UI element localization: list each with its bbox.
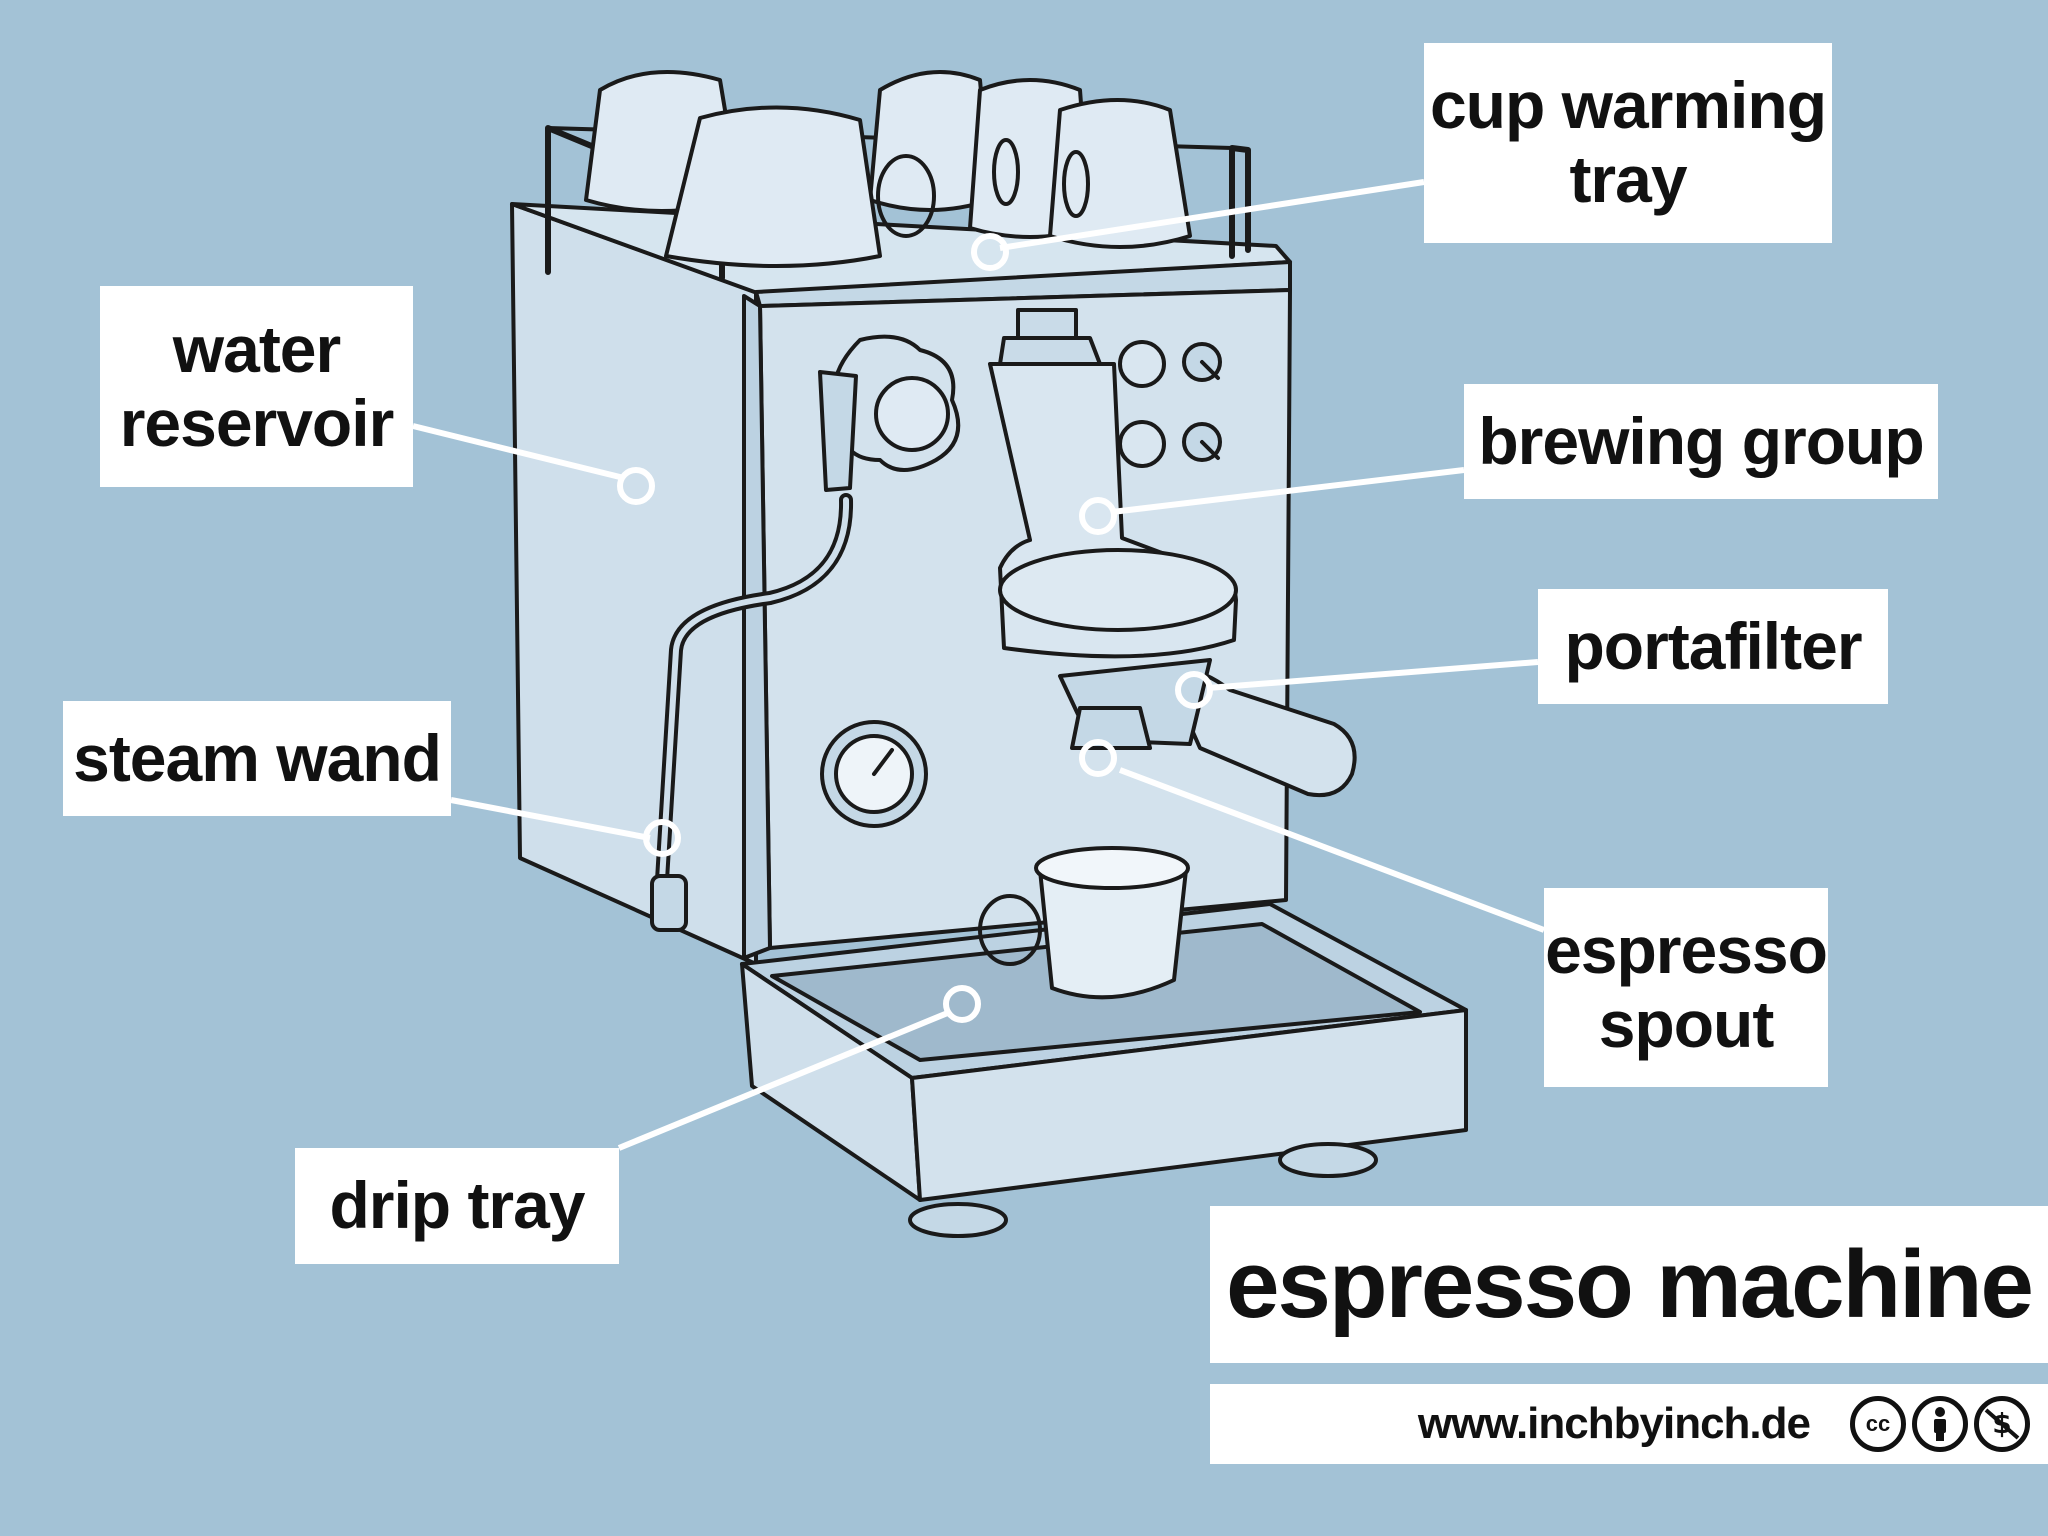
footer-credit: www.inchbyinch.de cc $	[1210, 1384, 2048, 1464]
label-line: drip tray	[329, 1168, 585, 1243]
steam-wand-label: steam wand	[63, 701, 451, 816]
site-url-link[interactable]: www.inchbyinch.de	[1417, 1399, 1811, 1448]
portafilter-label: portafilter	[1538, 589, 1888, 704]
label-line: water	[172, 311, 341, 386]
label-line: tray	[1569, 142, 1687, 216]
espresso-spout-body	[1070, 706, 1152, 750]
label-line: steam wand	[73, 720, 442, 795]
brewing-group-marker	[1079, 497, 1117, 535]
water-reservoir-marker	[617, 467, 655, 505]
cup-warming-tray-marker	[971, 233, 1009, 271]
brewing-group-label: brewing group	[1464, 384, 1938, 499]
by-attribution-icon	[1912, 1396, 1968, 1452]
drip-tray-marker	[943, 985, 981, 1023]
label-line: reservoir	[119, 385, 395, 460]
label-line: cup warming	[1429, 68, 1827, 143]
steam-wand-marker	[643, 819, 681, 857]
label-line: brewing group	[1478, 403, 1924, 478]
anchor-markers	[617, 233, 1213, 1023]
espresso-spout-marker	[1079, 739, 1117, 777]
cc-icon: cc	[1850, 1396, 1906, 1452]
diagram-title: espresso machine	[1210, 1206, 2048, 1363]
water-reservoir-panel	[510, 202, 758, 966]
label-line: espresso	[1545, 912, 1828, 987]
stacked-cups	[584, 70, 1192, 268]
portafilter-marker	[1175, 671, 1213, 709]
label-line: portafilter	[1564, 608, 1862, 683]
drip-tray-label: drip tray	[295, 1148, 619, 1264]
label-line: spout	[1598, 986, 1775, 1061]
non-commercial-icon: $	[1974, 1396, 2030, 1452]
leader-lines	[412, 179, 1546, 1151]
